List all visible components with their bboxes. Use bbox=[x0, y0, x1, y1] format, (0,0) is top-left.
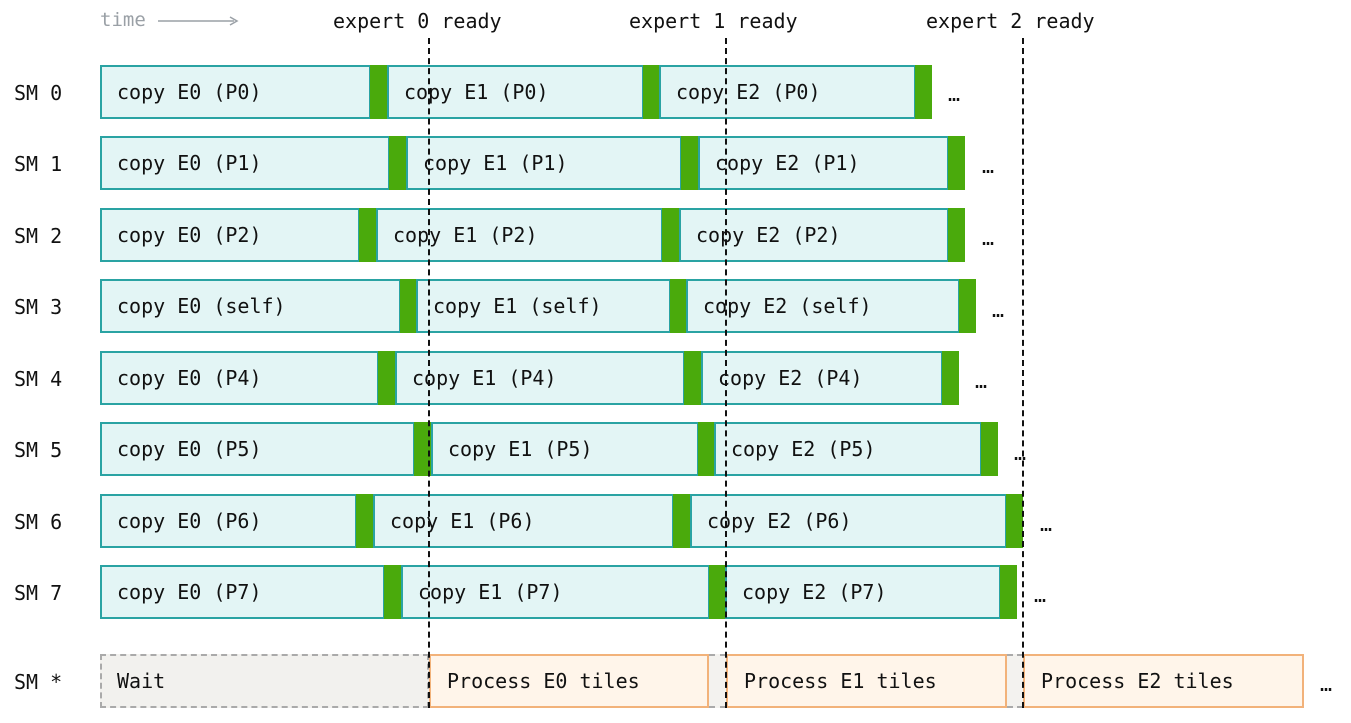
copy-task: copy E2 (P1) bbox=[698, 136, 949, 190]
copy-task: copy E0 (P7) bbox=[100, 565, 385, 619]
idle-gap bbox=[709, 654, 726, 708]
sync-marker bbox=[959, 279, 976, 333]
sync-marker bbox=[359, 208, 376, 262]
sm-label: SM 6 bbox=[14, 510, 63, 534]
copy-task: copy E1 (P1) bbox=[406, 136, 682, 190]
sync-marker bbox=[414, 422, 431, 476]
marker-label-expert-2: expert 2 ready bbox=[926, 9, 1095, 33]
time-arrow-icon bbox=[158, 16, 239, 26]
sync-marker bbox=[698, 422, 715, 476]
copy-task: copy E1 (P4) bbox=[395, 351, 685, 405]
sm-label: SM 0 bbox=[14, 81, 63, 105]
sync-marker bbox=[662, 208, 679, 262]
sm-label: SM * bbox=[14, 670, 63, 694]
process-task: Process E1 tiles bbox=[726, 654, 1007, 708]
sync-marker bbox=[384, 565, 401, 619]
copy-task: copy E1 (P6) bbox=[373, 494, 674, 548]
sync-marker bbox=[400, 279, 417, 333]
copy-task: copy E0 (self) bbox=[100, 279, 401, 333]
continuation-ellipsis: … bbox=[1040, 512, 1053, 536]
copy-task: copy E0 (P2) bbox=[100, 208, 360, 262]
idle-gap bbox=[1007, 654, 1023, 708]
copy-task: copy E2 (P2) bbox=[679, 208, 949, 262]
sync-marker bbox=[378, 351, 395, 405]
continuation-ellipsis: … bbox=[992, 298, 1005, 322]
continuation-ellipsis: … bbox=[1320, 672, 1333, 696]
sync-marker bbox=[948, 136, 965, 190]
sync-marker bbox=[389, 136, 406, 190]
copy-task: copy E0 (P6) bbox=[100, 494, 357, 548]
continuation-ellipsis: … bbox=[975, 369, 988, 393]
sm-label: SM 3 bbox=[14, 295, 63, 319]
copy-task: copy E1 (P0) bbox=[387, 65, 644, 119]
sync-marker bbox=[370, 65, 387, 119]
copy-task: copy E2 (P0) bbox=[659, 65, 916, 119]
sync-marker bbox=[915, 65, 932, 119]
copy-task: copy E1 (P5) bbox=[431, 422, 699, 476]
sync-marker bbox=[681, 136, 698, 190]
time-axis-label: time bbox=[100, 9, 146, 31]
continuation-ellipsis: … bbox=[948, 82, 961, 106]
expert-0-ready-line bbox=[428, 38, 430, 708]
process-task: Process E2 tiles bbox=[1023, 654, 1304, 708]
sync-marker bbox=[643, 65, 660, 119]
sync-marker bbox=[1006, 494, 1023, 548]
copy-task: copy E0 (P1) bbox=[100, 136, 390, 190]
sync-marker bbox=[356, 494, 373, 548]
sm-label: SM 2 bbox=[14, 224, 63, 248]
copy-task: copy E0 (P4) bbox=[100, 351, 379, 405]
copy-task: copy E0 (P5) bbox=[100, 422, 415, 476]
sync-marker bbox=[709, 565, 726, 619]
sync-marker bbox=[684, 351, 701, 405]
copy-task: copy E2 (P7) bbox=[725, 565, 1001, 619]
sync-marker bbox=[1000, 565, 1017, 619]
sync-marker bbox=[948, 208, 965, 262]
continuation-ellipsis: … bbox=[982, 154, 995, 178]
sm-label: SM 4 bbox=[14, 367, 63, 391]
expert-2-ready-line bbox=[1022, 38, 1024, 708]
copy-task: copy E2 (P5) bbox=[714, 422, 982, 476]
process-task: Process E0 tiles bbox=[429, 654, 709, 708]
copy-task: copy E1 (P7) bbox=[401, 565, 710, 619]
copy-task: copy E2 (self) bbox=[686, 279, 960, 333]
sm-label: SM 1 bbox=[14, 152, 63, 176]
copy-task: copy E2 (P4) bbox=[701, 351, 943, 405]
sm-label: SM 7 bbox=[14, 581, 63, 605]
copy-task: copy E2 (P6) bbox=[690, 494, 1007, 548]
copy-task: copy E0 (P0) bbox=[100, 65, 371, 119]
continuation-ellipsis: … bbox=[982, 226, 995, 250]
sm-label: SM 5 bbox=[14, 438, 63, 462]
expert-1-ready-line bbox=[725, 38, 727, 708]
copy-task: copy E1 (P2) bbox=[376, 208, 663, 262]
marker-label-expert-0: expert 0 ready bbox=[333, 9, 502, 33]
continuation-ellipsis: … bbox=[1014, 441, 1027, 465]
marker-label-expert-1: expert 1 ready bbox=[629, 9, 798, 33]
copy-task: copy E1 (self) bbox=[416, 279, 671, 333]
sync-marker bbox=[670, 279, 687, 333]
wait-block: Wait bbox=[100, 654, 429, 708]
sync-marker bbox=[673, 494, 690, 548]
continuation-ellipsis: … bbox=[1034, 583, 1047, 607]
sync-marker bbox=[981, 422, 998, 476]
sync-marker bbox=[942, 351, 959, 405]
